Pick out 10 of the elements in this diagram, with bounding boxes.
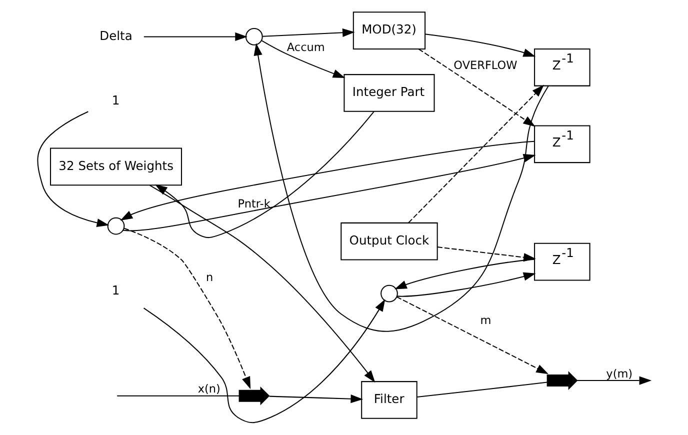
edge-label: n [206, 271, 214, 284]
node-text: 1 [112, 93, 120, 108]
node-text: Delta [100, 28, 132, 43]
edge-label: y(m) [606, 367, 633, 380]
edge-label: m [480, 314, 492, 328]
edge-label: Pntr-k [238, 197, 270, 210]
edge-label: x(n) [198, 382, 220, 396]
edge-label: OVERFLOW [454, 59, 518, 72]
node-text: 1 [112, 284, 120, 298]
edge-label: Accum [286, 40, 325, 54]
